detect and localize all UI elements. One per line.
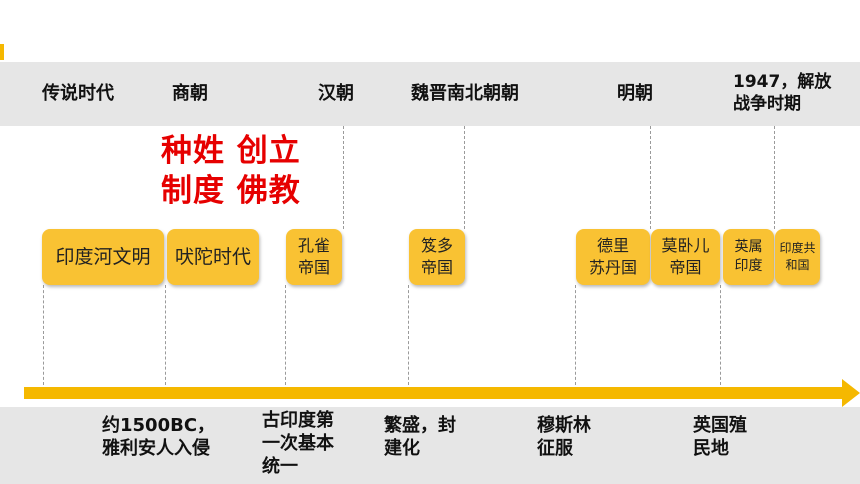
period-box-british-india: 英属 印度	[723, 229, 774, 285]
era-label-1947: 1947，解放 战争时期	[733, 72, 832, 114]
event-label-muslim: 穆斯林 征服	[537, 415, 591, 459]
period-box-indus: 印度河文明	[42, 229, 164, 285]
timeline-arrow-icon	[842, 379, 860, 407]
red-note-line-2: 制度 佛教	[161, 173, 301, 209]
connector-line	[774, 126, 775, 229]
corner-accent-mark	[0, 44, 4, 60]
event-band	[0, 407, 860, 484]
connector-line	[285, 285, 286, 385]
connector-line	[650, 126, 651, 229]
timeline-axis	[24, 387, 842, 399]
event-label-unification: 古印度第 一次基本 统一	[262, 410, 334, 477]
event-label-colony: 英国殖 民地	[693, 415, 747, 459]
era-label-ming: 明朝	[617, 83, 653, 104]
era-band	[0, 62, 860, 126]
era-label-han: 汉朝	[318, 83, 354, 104]
period-box-vedic: 吠陀时代	[167, 229, 259, 285]
period-box-republic: 印度共 和国	[775, 229, 820, 285]
connector-line	[165, 285, 166, 385]
connector-line	[343, 126, 344, 229]
connector-line	[43, 285, 44, 385]
red-note-line-1: 种姓 创立	[161, 133, 301, 169]
period-box-mughal: 莫卧儿 帝国	[651, 229, 720, 285]
era-label-wei-jin: 魏晋南北朝朝	[411, 83, 519, 104]
connector-line	[464, 126, 465, 229]
connector-line	[720, 285, 721, 385]
period-box-maurya: 孔雀 帝国	[286, 229, 342, 285]
period-box-gupta: 笈多 帝国	[409, 229, 465, 285]
connector-line	[575, 285, 576, 385]
era-label-shang: 商朝	[172, 83, 208, 104]
connector-line	[408, 285, 409, 385]
event-label-feudal: 繁盛，封 建化	[384, 415, 456, 459]
era-label-legend: 传说时代	[42, 83, 114, 104]
period-box-delhi-sultanate: 德里 苏丹国	[576, 229, 650, 285]
event-label-aryan: 约1500BC， 雅利安人入侵	[102, 415, 216, 459]
